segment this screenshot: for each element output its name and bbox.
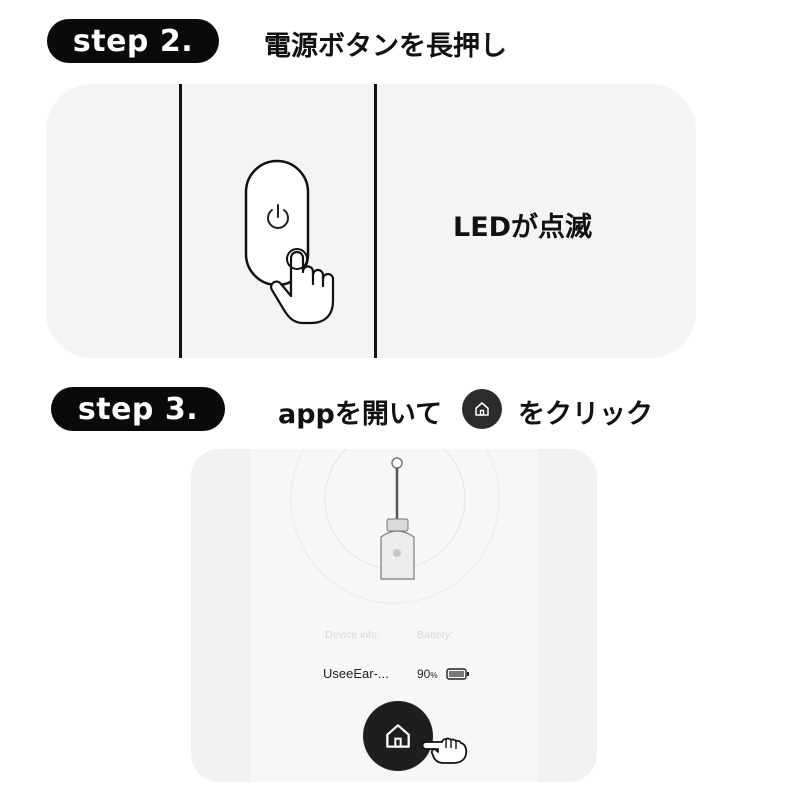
home-icon [475,402,489,416]
step3-badge: step 3. [51,387,225,431]
home-icon [386,724,410,748]
ear-camera-icon [380,457,415,580]
inline-home-badge [462,389,502,429]
step2-title: 電源ボタンを長押し [264,31,507,62]
device-name: UseeEar-... [323,666,389,681]
device-illustration [290,449,500,604]
battery-value: 90% [417,667,438,681]
app-screenshot: Device info: Battery: UseeEar-... 90% [191,449,597,782]
step2-badge: step 2. [47,19,219,63]
device-info-label: Device info: [325,629,380,641]
power-icon [267,204,289,229]
divider-left [179,84,182,358]
step2-panel [46,84,696,358]
step3-title-before: appを開いて [278,399,443,430]
home-button[interactable] [363,701,433,771]
battery-icon [446,668,469,680]
step3-title-after: をクリック [518,399,653,430]
hand-pointer-icon [422,737,468,764]
led-blink-label: LEDが点滅 [453,212,593,243]
battery-label: Battery: [417,629,454,641]
divider-right [374,84,377,358]
power-button-illustration [244,159,335,325]
hand-pointer-icon [270,250,335,325]
